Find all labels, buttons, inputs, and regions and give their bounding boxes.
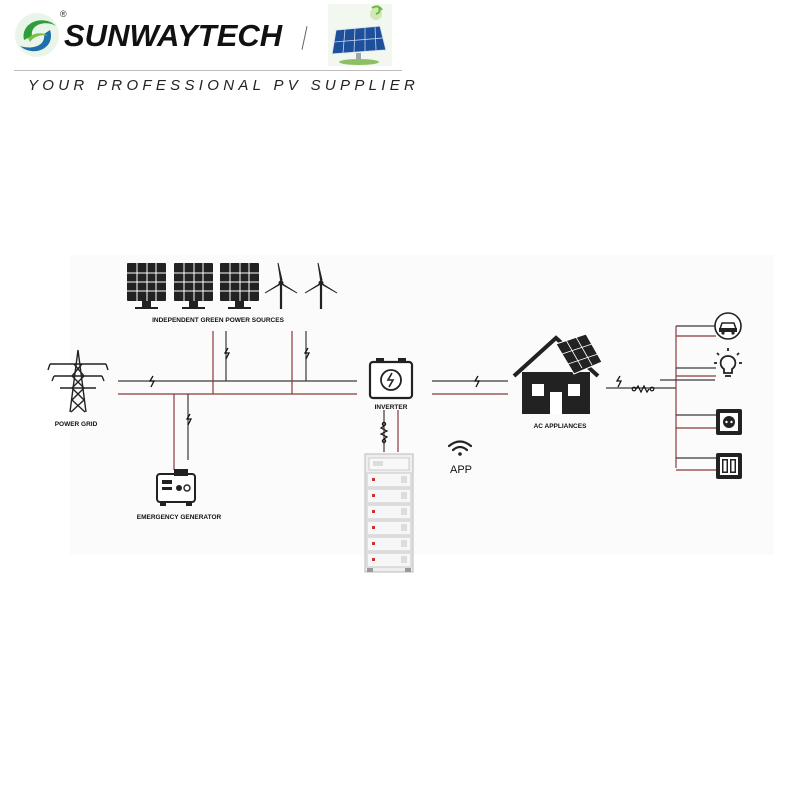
- appliance-icons: [714, 312, 742, 479]
- switch-icon: [716, 453, 742, 479]
- house-icon: [512, 333, 603, 414]
- solar-panel-icon: [220, 263, 259, 309]
- app-label: APP: [450, 464, 472, 476]
- lightning-icon: [223, 347, 231, 360]
- battery-module: [366, 472, 412, 568]
- light-bulb-icon: [714, 348, 742, 377]
- socket-icon: [716, 409, 742, 435]
- lightning-icon: [473, 375, 481, 388]
- solar-panel-icon: [127, 263, 166, 309]
- wifi-icon: [447, 440, 473, 456]
- ac-appliances-label: AC APPLIANCES: [534, 423, 588, 430]
- bus-lines: [118, 325, 716, 471]
- solar-panels: [127, 263, 259, 309]
- header-divider: [14, 70, 402, 71]
- wind-turbines: [264, 262, 338, 309]
- brand-name: SUNWAYTECH: [64, 18, 283, 53]
- inverter-icon: [368, 358, 414, 400]
- power-grid-label: POWER GRID: [55, 421, 98, 428]
- lightning-icon: [148, 375, 156, 388]
- battery-breaker-icon: [379, 421, 389, 444]
- solar-panel-icon: [174, 263, 213, 309]
- solar-panel-photo-icon: [328, 4, 392, 66]
- wind-turbine-icon: [264, 262, 298, 309]
- generator-icon: [156, 469, 196, 506]
- wind-turbine-icon: [304, 262, 338, 309]
- lightning-icon: [303, 347, 311, 360]
- power-tower-icon: [47, 349, 109, 413]
- slogan: YOUR PROFESSIONAL PV SUPPLIER: [28, 77, 420, 94]
- lightning-icon: [185, 413, 193, 426]
- breaker-icon: [631, 384, 655, 394]
- lightning-icon: [615, 375, 623, 388]
- brand-header: ® SUNWAYTECH YOUR PROFESSIONAL PV SUPPLI…: [0, 0, 800, 110]
- registered-mark: ®: [60, 9, 67, 19]
- inverter-label: INVERTER: [375, 404, 408, 411]
- car-icon: [714, 312, 742, 340]
- sunwaytech-logo-icon: [15, 4, 392, 66]
- battery-stack-icon: [364, 453, 414, 573]
- green-sources-label: INDEPENDENT GREEN POWER SOURCES: [152, 317, 284, 324]
- emergency-generator-label: EMERGENCY GENERATOR: [137, 514, 222, 521]
- lightning-icons: [148, 347, 623, 426]
